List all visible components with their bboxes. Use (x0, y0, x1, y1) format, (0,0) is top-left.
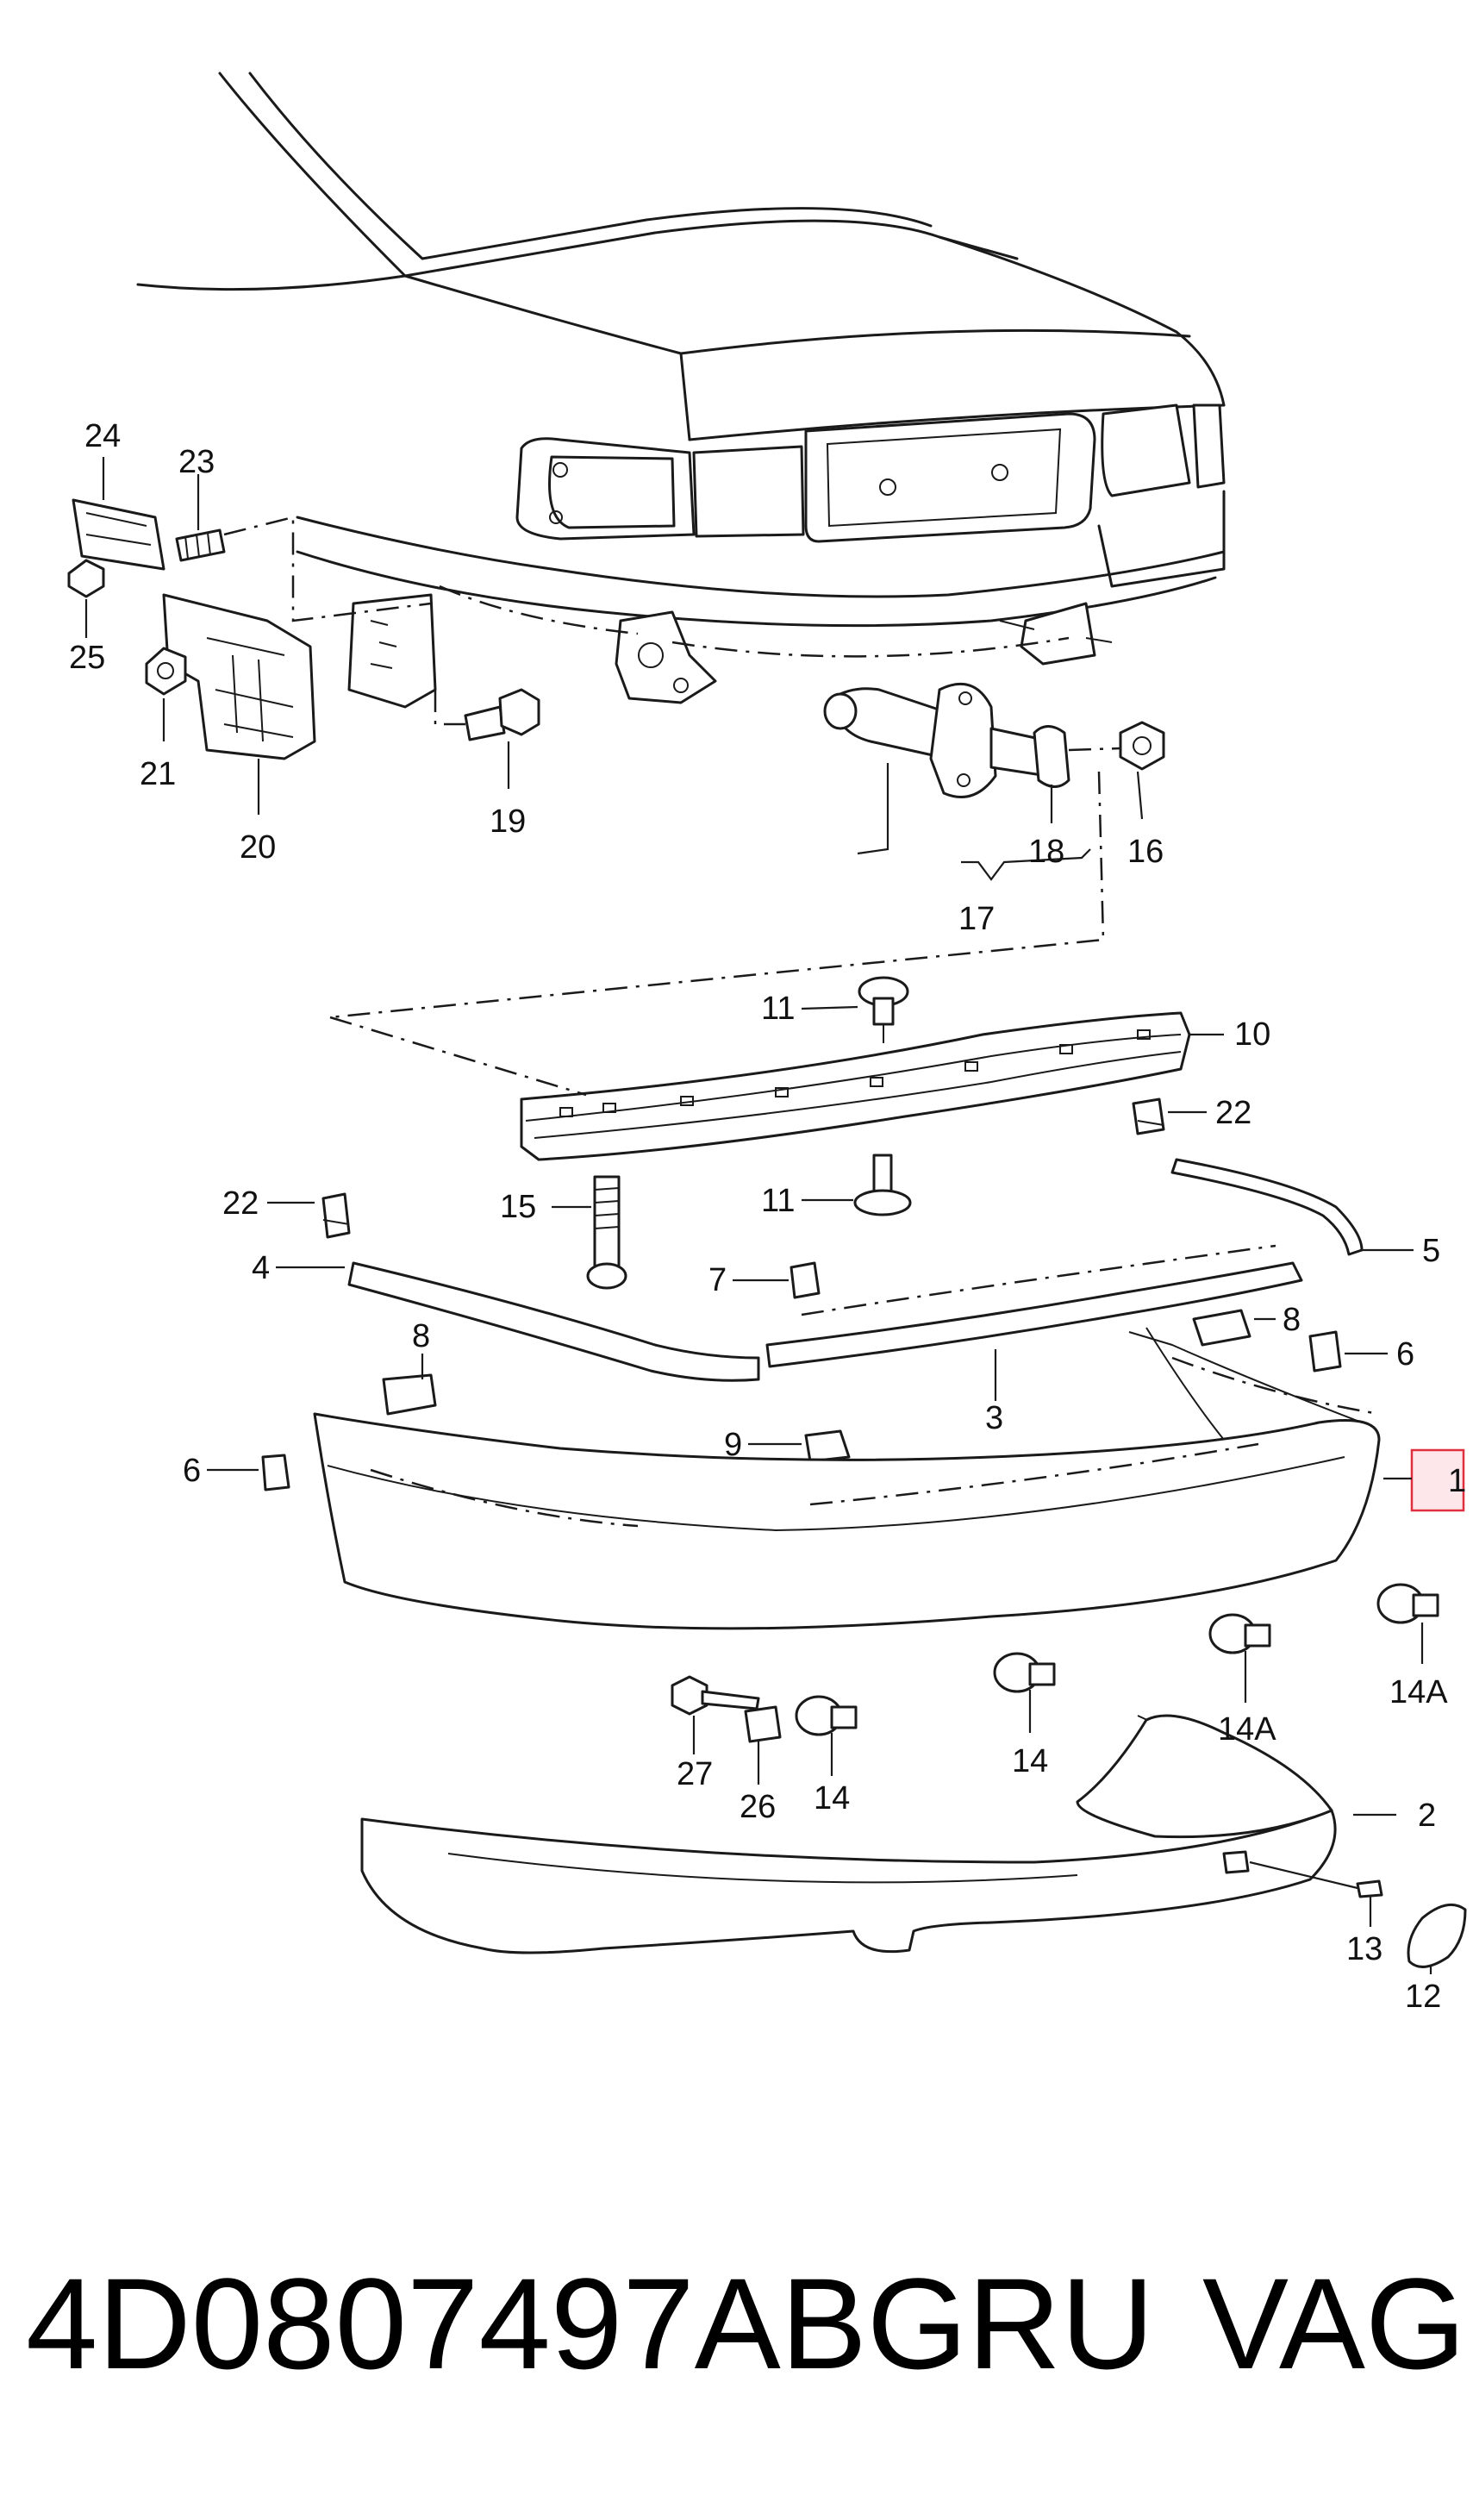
lower-spoiler-2 (360, 1714, 1337, 1954)
callout-5: 5 (1422, 1233, 1440, 1269)
callout-23: 23 (178, 444, 215, 480)
hardware-group-top-left (67, 498, 540, 760)
bolt-23 (175, 528, 226, 562)
clip-7 (790, 1261, 821, 1299)
selected-part-marker[interactable] (1410, 1448, 1465, 1512)
parking-sensor-14A-right (1376, 1583, 1439, 1624)
callout-27: 27 (677, 1756, 713, 1792)
clamp-18 (1033, 725, 1070, 788)
trim-strip-5 (1170, 1158, 1364, 1256)
callout-12: 12 (1405, 1979, 1441, 2015)
callout-8-left: 8 (412, 1318, 430, 1354)
clip-26 (744, 1705, 782, 1743)
callout-20: 20 (240, 829, 276, 866)
brand-name: VAG (1202, 2251, 1466, 2396)
callout-6-left: 6 (183, 1453, 201, 1489)
callout-7: 7 (708, 1262, 727, 1298)
clip-22-right (1132, 1097, 1165, 1135)
callout-4: 4 (252, 1250, 270, 1286)
parking-sensor-14-right (993, 1652, 1056, 1693)
car-body-rear (136, 72, 1226, 709)
bolt-19 (464, 705, 506, 741)
nut-21 (145, 647, 187, 696)
callout-16: 16 (1127, 834, 1164, 870)
callout-24: 24 (84, 418, 121, 454)
tow-cover-12 (1407, 1903, 1467, 1968)
bumper-cover-1 (313, 1327, 1381, 1630)
callout-labels: 24 23 25 21 20 19 18 16 17 11 10 22 22 1… (69, 418, 1466, 2015)
callout-19: 19 (490, 804, 526, 840)
callout-11-upper: 11 (761, 991, 795, 1027)
clip-8-left (382, 1373, 437, 1416)
callout-1: 1 (1448, 1463, 1466, 1499)
callout-26: 26 (740, 1789, 776, 1825)
nut-25 (67, 559, 105, 598)
rivet-11-upper (858, 976, 909, 1043)
bolt-15 (586, 1175, 627, 1290)
callout-22-right: 22 (1215, 1095, 1251, 1131)
clip-22-left (321, 1192, 351, 1239)
callout-9: 9 (724, 1427, 742, 1463)
callout-15: 15 (500, 1189, 536, 1225)
part-number: 4D0807497ABGRU (26, 2251, 1155, 2396)
callout-3: 3 (985, 1400, 1003, 1436)
screw-27 (671, 1675, 760, 1716)
mounting-rail-10 (329, 1011, 1191, 1161)
leader-lines (84, 457, 1432, 1974)
absorber-flange (929, 682, 997, 798)
callout-18: 18 (1028, 834, 1064, 870)
callout-22-left: 22 (222, 1185, 259, 1222)
callout-11-lower: 11 (761, 1183, 795, 1219)
trim-strip-3 (765, 1261, 1303, 1368)
nut-16 (1119, 721, 1165, 771)
clip-9 (804, 1429, 851, 1463)
callout-14A-right: 14A (1389, 1674, 1448, 1710)
callout-21: 21 (140, 756, 176, 792)
clip-6-right (1308, 1330, 1342, 1373)
trim-3-dash (801, 1244, 1276, 1316)
parking-sensor-14-left (795, 1695, 858, 1736)
parking-sensor-14A-left (1208, 1613, 1271, 1654)
bracket-24 (72, 498, 165, 571)
clip-13 (1356, 1879, 1383, 1898)
callout-8-right: 8 (1283, 1302, 1301, 1338)
callout-14-right: 14 (1012, 1743, 1048, 1779)
callout-17: 17 (958, 901, 995, 937)
callout-25: 25 (69, 640, 105, 676)
impact-absorber-group (329, 682, 1165, 1019)
callout-14A-left: 14A (1218, 1711, 1276, 1748)
callout-10: 10 (1234, 1016, 1270, 1053)
callout-6-right: 6 (1396, 1336, 1414, 1373)
callout-13: 13 (1346, 1931, 1382, 1967)
clip-8-right (1192, 1309, 1251, 1347)
trim-strip-4 (347, 1261, 760, 1382)
callout-14-left: 14 (814, 1780, 850, 1817)
part-number-footer: 4D0807497ABGRU VAG (17, 2242, 1466, 2405)
clip-6-left (261, 1454, 290, 1491)
callout-2: 2 (1418, 1798, 1436, 1834)
rivet-11-lower (853, 1154, 912, 1216)
